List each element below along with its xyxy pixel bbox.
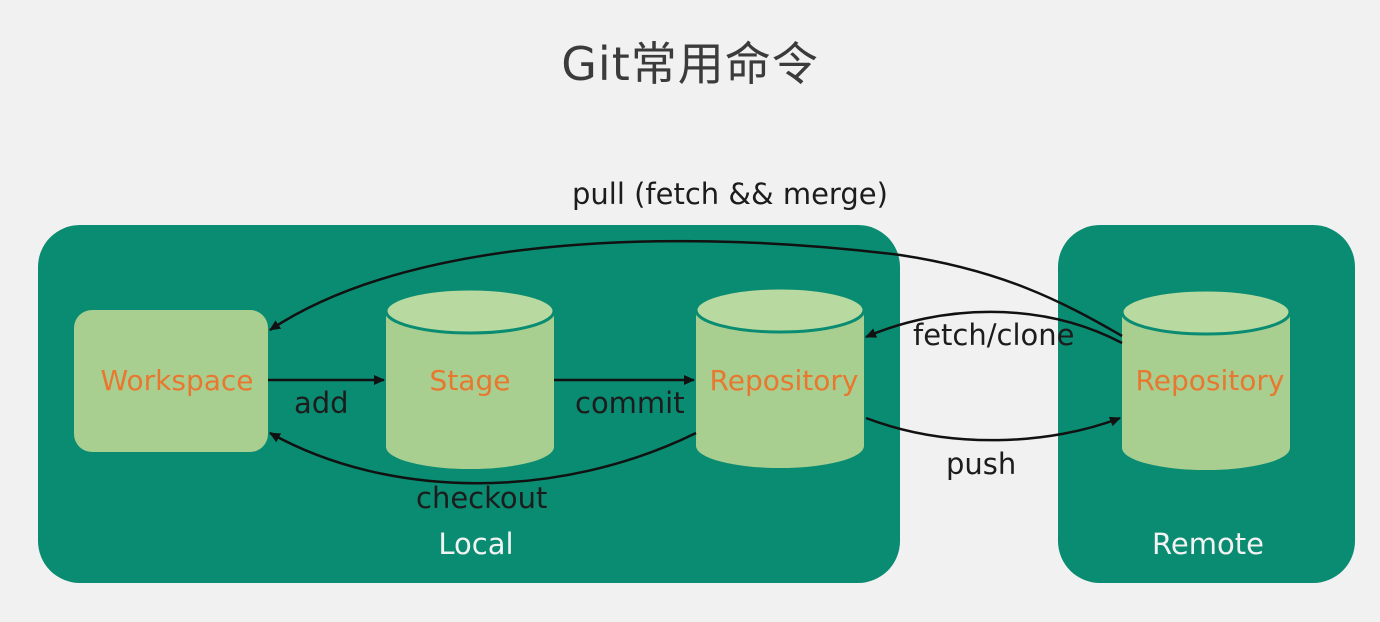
stage-label: Stage [430,364,511,397]
pull-arrow [269,239,1123,338]
stage-node: Stage [384,287,556,469]
remote-repository-label: Repository [1136,364,1285,397]
checkout-arrow [269,431,697,485]
local-repository-node: Repository [694,286,866,468]
fetch-clone-label: fetch/clone [913,318,1074,352]
push-label: push [946,447,1016,481]
local-group-label: Local [438,527,513,561]
workspace-label: Workspace [100,364,253,397]
page-title: Git常用命令 [561,37,819,91]
pull-label: pull (fetch && merge) [572,177,888,211]
add-label: add [294,386,349,420]
workspace-node: Workspace [74,310,268,452]
commit-label: commit [575,386,685,420]
push-arrow [865,416,1121,442]
remote-group-label: Remote [1152,527,1264,561]
remote-repository-node: Repository [1120,288,1292,470]
fetch-clone-arrow [865,310,1123,345]
local-repository-label: Repository [710,364,859,397]
checkout-label: checkout [416,481,547,515]
